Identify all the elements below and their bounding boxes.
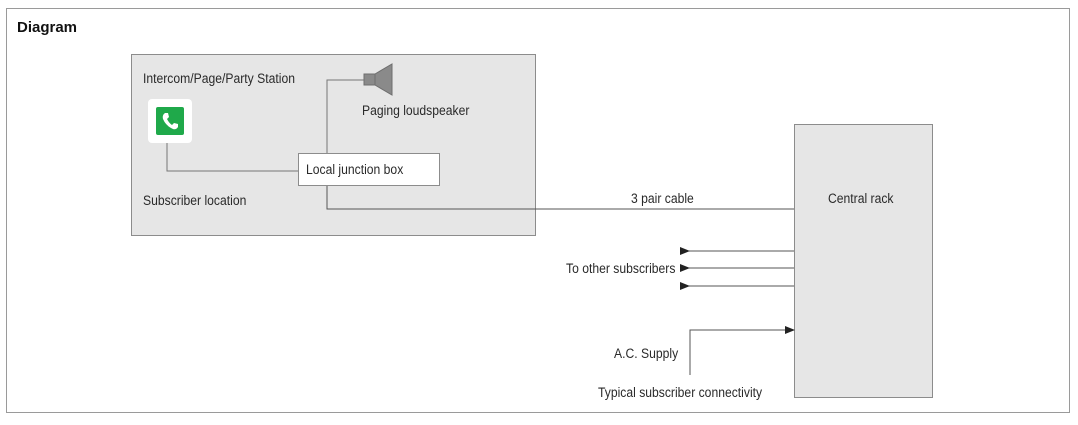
junction-box-label: Local junction box — [306, 162, 404, 177]
station-label: Intercom/Page/Party Station — [143, 71, 295, 86]
diagram-caption: Typical subscriber connectivity — [598, 385, 763, 400]
ac-supply-line — [689, 326, 795, 375]
local-junction-box — [298, 153, 440, 186]
central-rack-label: Central rack — [828, 191, 894, 206]
phone-icon — [148, 99, 192, 143]
loudspeaker-icon — [363, 63, 393, 96]
ac-supply-label: A.C. Supply — [614, 346, 679, 361]
diagram-title: Diagram — [17, 19, 78, 36]
central-rack-box — [794, 124, 933, 398]
junction-to-speaker-wire — [326, 79, 364, 153]
cable-label: 3 pair cable — [631, 191, 694, 206]
other-subscribers-label: To other subscribers — [566, 261, 676, 276]
paging-loudspeaker-label: Paging loudspeaker — [362, 103, 470, 118]
phone-to-junction-wire — [166, 143, 298, 172]
three-pair-cable — [326, 186, 794, 210]
subscriber-location-label: Subscriber location — [143, 193, 247, 208]
subscriber-station-box — [131, 54, 536, 236]
phone-icon-background — [156, 107, 184, 135]
handset-icon — [162, 113, 178, 130]
